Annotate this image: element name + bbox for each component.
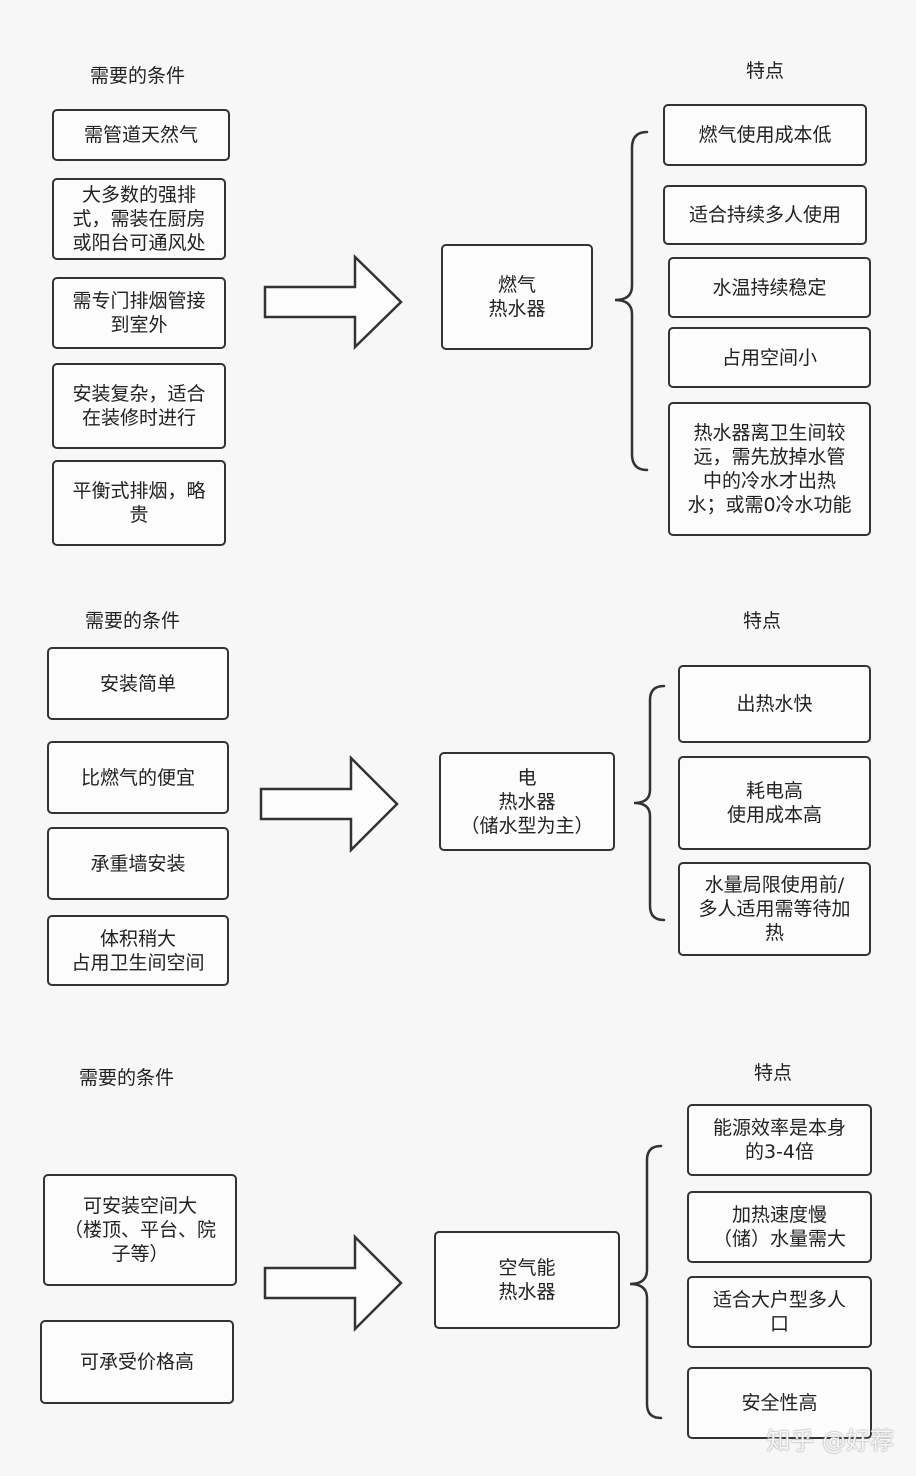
s3-condition-2: 可承受价格高 — [40, 1320, 234, 1404]
s2-condition-1: 安装简单 — [47, 647, 229, 720]
s3-feature-1: 能源效率是本身 的3-4倍 — [687, 1104, 872, 1176]
s3-feature-2: 加热速度慢 （储）水量需大 — [687, 1191, 872, 1263]
s1-feature-5: 热水器离卫生间较 远，需先放掉水管 中的冷水才出热 水；或需0冷水功能 — [668, 402, 871, 536]
s2-condition-2: 比燃气的便宜 — [47, 741, 229, 814]
s1-features-header: 特点 — [746, 60, 785, 82]
s2-right-arrow — [259, 754, 399, 854]
s1-feature-4: 占用空间小 — [668, 327, 871, 388]
s2-feature-2: 耗电高 使用成本高 — [678, 756, 871, 850]
s1-condition-2: 大多数的强排 式，需装在厨房 或阳台可通风处 — [52, 178, 226, 260]
s1-feature-1: 燃气使用成本低 — [663, 104, 867, 166]
s3-right-arrow — [263, 1233, 403, 1333]
s2-feature-3: 水量局限使用前/ 多人适用需等待加 热 — [678, 862, 871, 956]
s1-condition-5: 平衡式排烟，略 贵 — [52, 460, 226, 546]
s2-condition-4: 体积稍大 占用卫生间空间 — [47, 915, 229, 986]
s1-condition-1: 需管道天然气 — [52, 109, 230, 161]
s1-feature-3: 水温持续稳定 — [668, 257, 871, 318]
s1-feature-2: 适合持续多人使用 — [663, 185, 867, 245]
s3-feature-4: 安全性高 — [687, 1367, 872, 1439]
s3-feature-brace — [629, 1144, 663, 1420]
s3-feature-3: 适合大户型多人 口 — [687, 1276, 872, 1348]
s3-condition-1: 可安装空间大 （楼顶、平台、院 子等） — [43, 1174, 237, 1286]
s1-center-node: 燃气 热水器 — [441, 244, 593, 350]
s1-right-arrow — [263, 254, 403, 350]
s2-features-header: 特点 — [743, 610, 782, 632]
s2-center-node: 电 热水器 （储水型为主） — [439, 752, 615, 851]
s1-conditions-header: 需要的条件 — [90, 65, 186, 87]
s2-feature-brace — [633, 684, 666, 922]
s2-condition-3: 承重墙安装 — [47, 827, 229, 900]
s3-features-header: 特点 — [754, 1062, 793, 1084]
s2-feature-1: 出热水快 — [678, 665, 871, 743]
watermark: 知乎 @好荐 — [766, 1427, 894, 1455]
s3-conditions-header: 需要的条件 — [79, 1067, 175, 1089]
s3-center-node: 空气能 热水器 — [434, 1231, 620, 1329]
s2-conditions-header: 需要的条件 — [85, 610, 181, 632]
s1-feature-brace — [614, 130, 649, 472]
s1-condition-4: 安装复杂，适合 在装修时进行 — [52, 363, 226, 449]
s1-condition-3: 需专门排烟管接 到室外 — [52, 277, 226, 349]
